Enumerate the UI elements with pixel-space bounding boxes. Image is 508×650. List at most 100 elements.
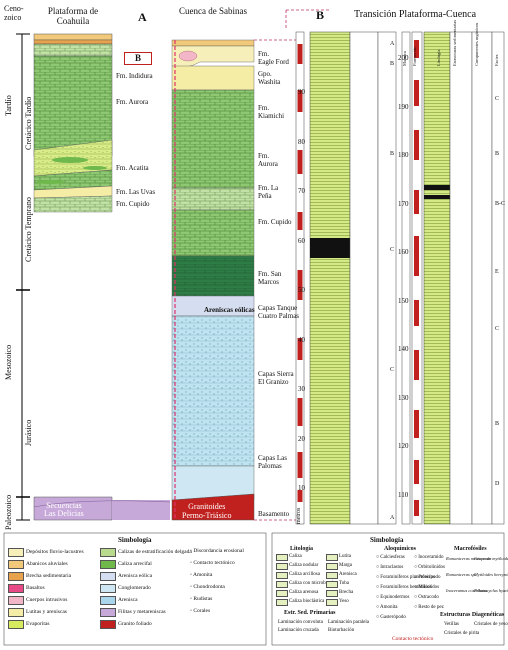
legend-swatch (100, 584, 116, 593)
legend-swatch (100, 608, 116, 617)
scale-left-tick: 60 (298, 236, 305, 245)
legend-swatch (100, 572, 116, 581)
legend-swatch (100, 596, 116, 605)
era-cenozoico: Ceno- zoico (4, 4, 24, 22)
era-cretacico-tardio: Cretácico Tardío (24, 96, 33, 150)
legend-b-macro-label: Prionocyclus hyatti (474, 588, 508, 593)
facies-letter: D (495, 481, 500, 487)
sample-bar (414, 500, 419, 516)
legend-b-lito-label: Caliza con microbrecha (289, 581, 337, 586)
legend-b-macro-label: Romaniceras sp. (446, 572, 476, 577)
legend-symbol: ◦ Contacto tectónico (190, 560, 235, 566)
sample-bar (297, 490, 303, 502)
legend-b-swatch (276, 581, 288, 588)
legend-b-lito-label: Toba (339, 581, 349, 586)
scale-left-unit: metros (296, 507, 302, 524)
legend-label: Calizas de estratificación delgada (118, 549, 192, 555)
fm-b-granitoides: Granitoides Permo-Triásico (182, 502, 232, 520)
facies-letter: B (495, 151, 500, 157)
legend-b-swatch (326, 599, 338, 606)
fm-b-tanque: Capas Tanque Cuatro Palmas (258, 304, 300, 320)
legend-b-macro-label: Mytiloides hercynicus (474, 572, 508, 577)
legend-b-estr-label: Laminación paralela (328, 620, 369, 625)
panel-b-title: Transición Plataforma-Cuenca (353, 9, 477, 20)
legend-label: Basaltos (26, 585, 45, 591)
legend-b-diag-label: Vetillas (444, 622, 459, 627)
legend-b-swatch (326, 581, 338, 588)
legend-label: Arenisca (118, 597, 138, 603)
sample-bar (414, 190, 419, 214)
legend-b-macro-title: Macrofósiles (454, 546, 487, 552)
facies-letter: C (495, 96, 500, 102)
fm-a-aurora: Fm. Aurora (116, 98, 149, 106)
era-paleozoico: Paleozoico (4, 494, 13, 530)
sample-bar (297, 270, 303, 300)
legend-label: Cuerpos intrusivos (26, 597, 68, 603)
era-mesozoico: Mesozoico (4, 344, 13, 380)
legend-b-macro-label: Inoceramus costellatus (446, 588, 488, 593)
legend-swatch (8, 548, 24, 557)
legend-swatch (100, 620, 116, 629)
facies-letter-left: B (390, 151, 395, 157)
legend-b-swatch (326, 590, 338, 597)
scale-left-tick: 40 (298, 335, 305, 344)
col-b-title: Cuenca de Sabinas (179, 6, 247, 16)
legend-b-lito-label: Brecha (339, 590, 354, 595)
scale-right-tick: 150 (398, 296, 409, 305)
legend-swatch (8, 560, 24, 569)
fm-a-las-uvas: Fm. Las Uvas (116, 188, 156, 196)
legend-label: Caliza arrecifal (118, 561, 152, 567)
column-header: Estructuras sedimentarias (452, 19, 457, 66)
legend-swatch (8, 572, 24, 581)
fm-b-cupido: Fm. Cupido (258, 218, 292, 226)
legend-b-contact: Contacto tectónico (392, 636, 434, 642)
facies-letter-left: C (390, 247, 395, 253)
legend-swatch (8, 620, 24, 629)
scale-left-tick: 30 (298, 385, 305, 393)
era-tardio: Tardío (4, 95, 13, 116)
legend-b-alo-title: Aloquímicos (384, 546, 417, 552)
scale-right-tick: 170 (398, 199, 409, 208)
fm-b-san-marcos: Fm. San Marcos (258, 270, 282, 286)
scale-left-tick: 90 (298, 88, 305, 96)
legend-b-swatch (326, 554, 338, 561)
fm-b-sierra: Capas Sierra El Granizo (258, 370, 294, 386)
legend-label: Filitas y metareniscas (118, 609, 166, 615)
facies-letter: B (495, 421, 500, 427)
legend-b-diag-label: Cristales de yeso (474, 622, 508, 627)
legend-b-swatch (276, 590, 288, 597)
legend-swatch (100, 560, 116, 569)
legend-b-alo-label: ○ Foraminíferos planctónicos (376, 575, 436, 580)
legend-b-lito-label: Marga (339, 563, 352, 568)
legend-b-lito-label: Caliza arcillosa (289, 572, 320, 577)
legend-b-lito-label: Caliza arenosa (289, 590, 319, 595)
legend-symbol: ◦ Discordancia erosional (190, 548, 244, 554)
scale-left-tick: 50 (298, 286, 305, 294)
scale-right-tick: 200 (398, 54, 409, 62)
legend-label: Brecha sedimentaria (26, 573, 72, 579)
era-cretacico-temprano: Cretácico Temprano (24, 197, 33, 262)
legend-b-alo-label: ○ Equinodermos (376, 595, 410, 600)
fm-b-areniscas: Areniscas eólicas (204, 306, 255, 314)
legend-symbol: ◦ Chondrodonta (190, 584, 225, 590)
legend-b-swatch (326, 572, 338, 579)
scale-right-tick: 110 (398, 490, 409, 499)
scale-right-tick: 130 (398, 393, 409, 402)
legend-b-alo-label: ○ Gasterópodo (376, 615, 406, 620)
legend-swatch (8, 596, 24, 605)
fm-a-acatita: Fm. Acatita (116, 164, 149, 172)
legend-b-swatch (276, 599, 288, 606)
fm-b-basamento: Basamento (258, 510, 290, 518)
detail-box-b: B (124, 52, 152, 65)
sample-bar (297, 398, 303, 426)
sample-bar (414, 410, 419, 438)
fm-b-kiamichi: Fm. Kiamichi (258, 104, 285, 120)
facies-letter: B-C (495, 201, 506, 207)
legend-b-alo-label: ○ Miliolidos (414, 585, 440, 590)
scale-right-tick: 160 (398, 248, 409, 256)
legend-label: Lutitas y areniscas (26, 609, 67, 615)
facies-letter-left: C (390, 367, 395, 373)
legend-b-alo-label: ○ Inoceramido (414, 555, 444, 560)
col-a-title: Plataforma de Coahuila (47, 6, 99, 26)
